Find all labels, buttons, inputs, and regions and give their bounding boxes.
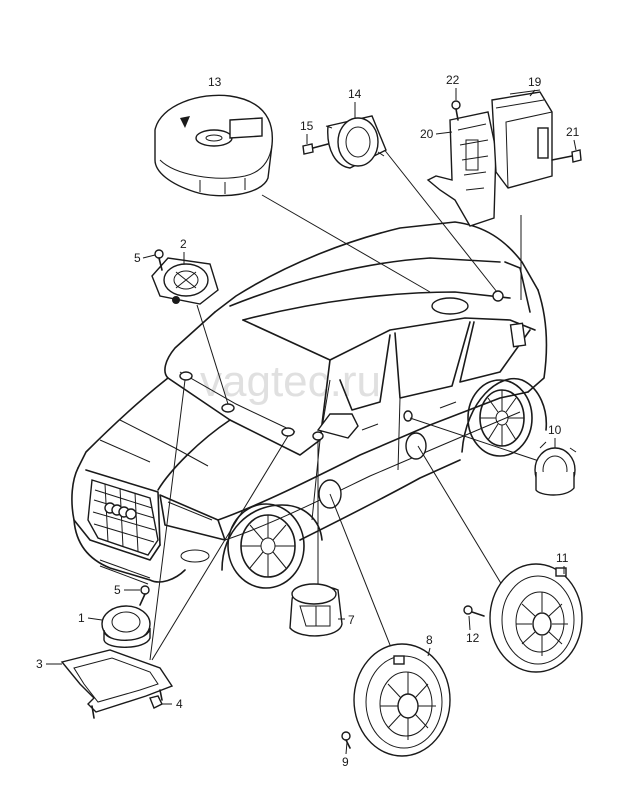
part-number-3: 3	[36, 657, 43, 671]
front-wheel	[227, 503, 305, 589]
rear-wheel	[467, 379, 533, 457]
part-number-8: 8	[426, 633, 433, 647]
part-number-labels: 13 14 15 22 19 20 21 2 5 10 11 12 7 8 9 …	[36, 73, 580, 769]
part-number-5-lower: 5	[114, 583, 121, 597]
part-21-screw	[551, 149, 582, 163]
part-1-speaker	[101, 605, 151, 648]
part-number-20: 20	[420, 127, 434, 141]
part-number-9: 9	[342, 755, 349, 769]
part-15-screw	[302, 143, 329, 155]
part-number-12: 12	[466, 631, 480, 645]
leader-lines	[149, 147, 543, 661]
part-number-19: 19	[528, 75, 542, 89]
part-7-module	[289, 583, 343, 637]
part-10-tweeter	[534, 441, 577, 496]
part-number-10: 10	[548, 423, 562, 437]
car-outline	[71, 221, 548, 589]
part-number-13: 13	[208, 75, 222, 89]
part-5-screw-lower	[139, 585, 150, 606]
part-number-4: 4	[176, 697, 183, 711]
part-number-5-upper: 5	[134, 251, 141, 265]
part-number-21: 21	[566, 125, 580, 139]
part-12-screw	[463, 605, 485, 617]
part-8-woofer	[353, 643, 451, 757]
part-11-woofer	[489, 563, 583, 673]
part-5-screw-upper	[154, 249, 164, 271]
part-3-frame	[60, 649, 174, 719]
part-number-22: 22	[446, 73, 460, 87]
part-14-speaker	[325, 115, 387, 169]
part-number-15: 15	[300, 119, 314, 133]
part-22-screw	[451, 100, 461, 121]
part-9-screw	[341, 731, 351, 749]
watermark: vagtec.ru	[200, 357, 381, 406]
part-number-7: 7	[348, 613, 355, 627]
part-19-amplifier	[491, 89, 553, 189]
part-20-bracket	[426, 111, 497, 227]
part-4-nut	[149, 695, 163, 709]
part-13-subwoofer	[154, 94, 274, 197]
part-number-11: 11	[556, 551, 569, 565]
speaker-markers	[179, 290, 504, 509]
part-number-1: 1	[78, 611, 85, 625]
part-2-tweeter	[151, 257, 219, 305]
part-number-14: 14	[348, 87, 362, 101]
audi-rings-logo	[104, 502, 137, 520]
part-number-2: 2	[180, 237, 187, 251]
